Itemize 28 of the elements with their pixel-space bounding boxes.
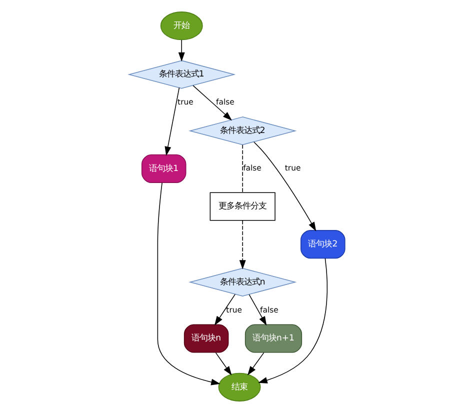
edge-label: false bbox=[260, 305, 278, 314]
arrow bbox=[214, 294, 236, 326]
node-diamond: 条件表达式2 bbox=[188, 116, 297, 146]
node-box: 更多条件分支 bbox=[210, 192, 276, 221]
arrow bbox=[164, 87, 180, 156]
node-box: 语句块n bbox=[184, 324, 229, 353]
edge-label: true bbox=[226, 305, 242, 314]
node-box: 语句块2 bbox=[300, 230, 346, 259]
node-box: 语句块1 bbox=[141, 154, 186, 183]
edge-label: false bbox=[243, 164, 262, 173]
node-ellipse: 开始 bbox=[160, 12, 203, 40]
edge-label: true bbox=[178, 98, 194, 107]
connector bbox=[242, 144, 243, 193]
node-diamond: 条件表达式n bbox=[188, 268, 297, 296]
node-ellipse: 结束 bbox=[218, 372, 261, 402]
arrow bbox=[215, 352, 232, 376]
arrow bbox=[248, 294, 267, 326]
arrow bbox=[239, 220, 246, 270]
arrow bbox=[192, 85, 232, 121]
arrow bbox=[258, 258, 328, 384]
arrow bbox=[247, 352, 264, 376]
arrow bbox=[178, 40, 185, 62]
arrow bbox=[254, 142, 316, 232]
node-box: 语句块n+1 bbox=[244, 324, 302, 353]
edge-label: true bbox=[284, 164, 301, 173]
arrow bbox=[157, 182, 220, 386]
node-diamond: 条件表达式1 bbox=[128, 60, 236, 89]
edge-label: false bbox=[216, 98, 234, 107]
